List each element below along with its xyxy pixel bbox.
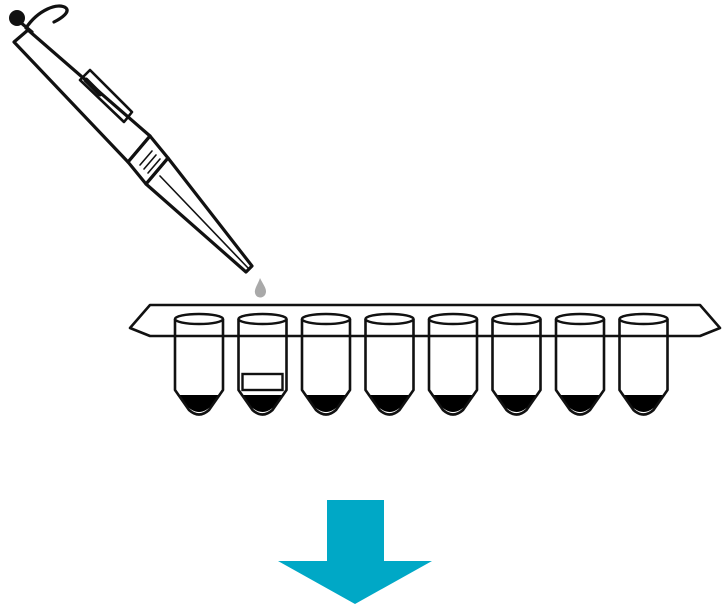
tube-body bbox=[491, 319, 542, 416]
tube-rim bbox=[173, 312, 225, 326]
tube bbox=[364, 312, 415, 416]
tube-liquid bbox=[621, 395, 666, 412]
tube bbox=[173, 312, 225, 416]
pipette-icon bbox=[9, 4, 254, 274]
sample-block bbox=[241, 372, 284, 392]
pcr-tube-strip-icon bbox=[128, 303, 722, 416]
tube-body bbox=[173, 319, 225, 416]
pipette-display-bar bbox=[83, 77, 103, 97]
pipette-tip bbox=[144, 156, 254, 274]
tube bbox=[237, 312, 288, 416]
tube-liquid bbox=[558, 395, 602, 412]
pipette-grip-line bbox=[147, 158, 161, 174]
tube bbox=[554, 312, 606, 416]
pipette-grip-line bbox=[143, 154, 157, 170]
pipette-collar bbox=[126, 134, 170, 186]
tube-liquid bbox=[304, 395, 348, 412]
tube-liquid bbox=[177, 395, 221, 412]
droplet-icon bbox=[254, 278, 267, 298]
tube-body bbox=[237, 319, 288, 416]
tube-rim bbox=[554, 312, 606, 326]
tube-rim bbox=[237, 312, 288, 326]
strip-frame bbox=[128, 303, 722, 338]
tube-body bbox=[427, 319, 479, 416]
tube-body bbox=[364, 319, 415, 416]
tube-body bbox=[300, 319, 352, 416]
tube-liquid bbox=[367, 395, 412, 412]
pipette-grip-line bbox=[139, 150, 153, 166]
tube-rim bbox=[300, 312, 352, 326]
tube-liquid bbox=[240, 395, 285, 412]
tube-rim bbox=[364, 312, 415, 326]
tube bbox=[491, 312, 542, 416]
tube-body bbox=[554, 319, 606, 416]
pipette-display-window bbox=[78, 68, 134, 124]
tube bbox=[427, 312, 479, 416]
tube-liquid bbox=[431, 395, 475, 412]
down-arrow-icon bbox=[278, 500, 432, 604]
tube bbox=[618, 312, 669, 416]
tube-rim bbox=[427, 312, 479, 326]
pipette-tip-inner bbox=[159, 175, 250, 270]
tube-rim bbox=[618, 312, 669, 326]
tube bbox=[300, 312, 352, 416]
tube-body bbox=[618, 319, 669, 416]
pipette-body bbox=[12, 28, 152, 164]
tube-rim bbox=[491, 312, 542, 326]
pipette-finger-hook bbox=[24, 4, 69, 30]
tube-liquid bbox=[494, 395, 539, 412]
